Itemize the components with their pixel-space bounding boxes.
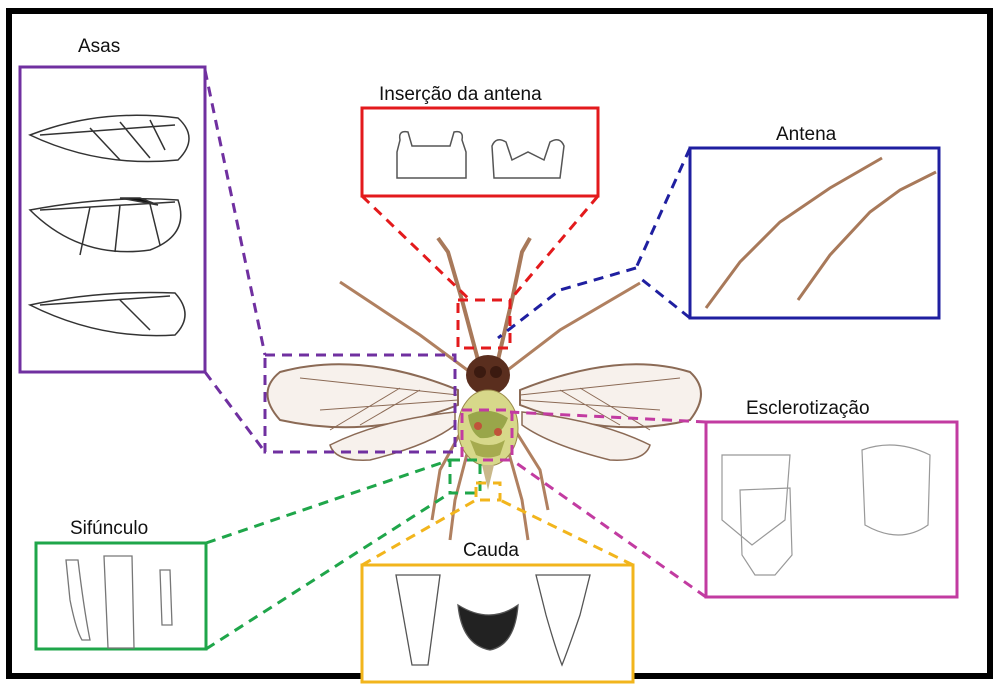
- aphid-illustration: [268, 238, 702, 540]
- label-sifunculo: Sifúnculo: [70, 518, 148, 540]
- cauda-group: [362, 483, 633, 682]
- esclerotizacao-box: [706, 422, 957, 597]
- sifunculo-box: [36, 543, 206, 649]
- label-asas: Asas: [78, 36, 120, 58]
- label-cauda: Cauda: [463, 540, 519, 562]
- antena-box: [690, 148, 939, 318]
- label-esclerotizacao: Esclerotização: [746, 398, 870, 420]
- asas-box: [20, 67, 205, 372]
- insercao-group: [362, 108, 598, 348]
- aphid-antenna-right: [498, 238, 530, 360]
- aphid-head: [466, 355, 510, 395]
- label-insercao-da-antena: Inserção da antena: [379, 84, 542, 106]
- aphid-cauda: [482, 465, 494, 490]
- label-antena: Antena: [776, 124, 836, 146]
